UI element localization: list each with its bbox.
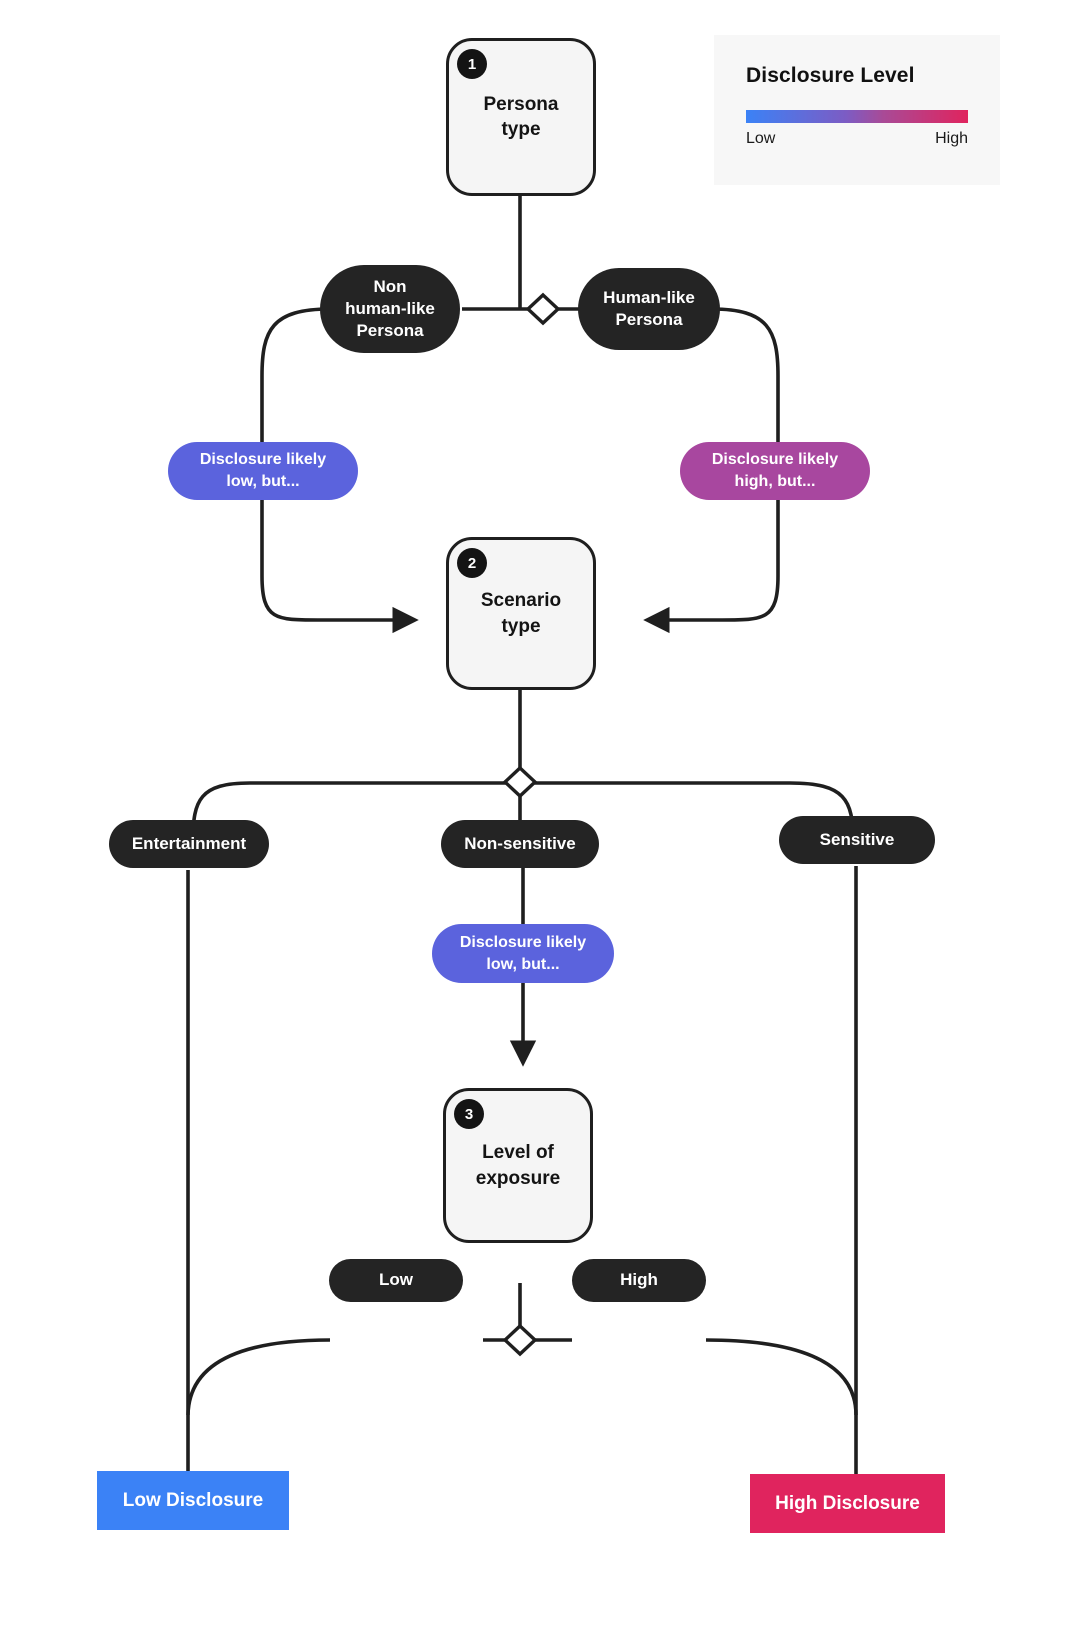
outcome-high-disclosure[interactable]: High Disclosure (750, 1474, 945, 1533)
option-non-sensitive-label: Non-sensitive (464, 833, 576, 853)
option-entertainment[interactable]: Entertainment (109, 820, 269, 868)
decision-diamond-3 (502, 1323, 538, 1357)
outcome-low-disclosure[interactable]: Low Disclosure (97, 1471, 289, 1530)
step-badge-3: 3 (454, 1099, 484, 1129)
option-exposure-low[interactable]: Low (329, 1259, 463, 1302)
legend-scale: Low High (746, 130, 968, 148)
decision-diamond-2 (502, 765, 538, 799)
legend-high-label: High (935, 130, 968, 148)
outcome-high-disclosure-label: High Disclosure (775, 1492, 920, 1514)
option-non-sensitive[interactable]: Non-sensitive (441, 820, 599, 868)
legend-low-label: Low (746, 130, 776, 148)
option-exposure-low-label: Low (379, 1270, 413, 1290)
legend-panel: Disclosure Level Low High (714, 35, 1000, 185)
option-sensitive-label: Sensitive (819, 829, 895, 849)
option-entertainment-label: Entertainment (131, 833, 247, 853)
legend-gradient-bar (746, 110, 968, 124)
legend-title: Disclosure Level (746, 64, 915, 87)
outcome-low-disclosure-label: Low Disclosure (122, 1489, 264, 1511)
edge-high-to-high-outcome (705, 1338, 858, 1416)
step-badge-2: 2 (457, 548, 487, 578)
option-exposure-high[interactable]: High (572, 1259, 706, 1302)
decision-diamond-1 (525, 292, 561, 326)
option-sensitive[interactable]: Sensitive (779, 816, 935, 864)
option-exposure-high-label: High (620, 1270, 658, 1290)
step-badge-1: 1 (457, 49, 487, 79)
edge-low-to-low-outcome (186, 1338, 331, 1416)
